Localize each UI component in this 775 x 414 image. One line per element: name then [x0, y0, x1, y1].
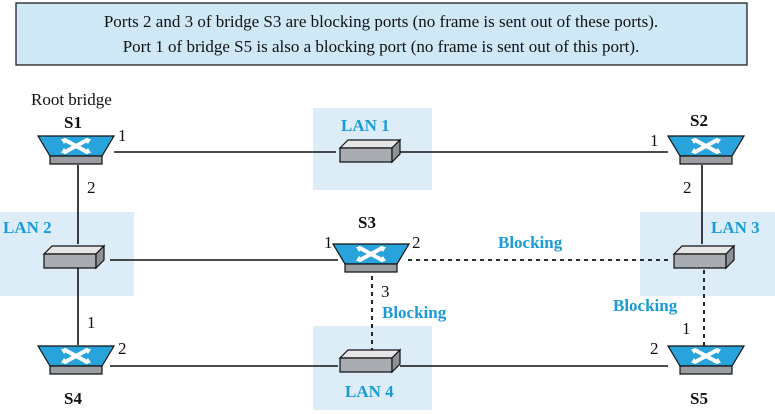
port-s1-2: 2 [87, 178, 96, 197]
lan2-hub-icon [43, 245, 105, 269]
port-s1-1: 1 [118, 126, 127, 145]
port-s5-1: 1 [682, 319, 691, 338]
port-s4-2: 2 [118, 339, 127, 358]
port-s2-2: 2 [683, 178, 692, 197]
bridge-s5-icon [666, 344, 746, 376]
lan3-hub-icon [673, 245, 735, 269]
caption-box: Ports 2 and 3 of bridge S3 are blocking … [15, 2, 748, 66]
bridge-s4-label: S4 [64, 389, 82, 408]
port-s5-2: 2 [650, 339, 659, 358]
bridge-s5-label: S5 [690, 389, 708, 408]
port-s4-1: 1 [87, 313, 96, 332]
port-s2-1: 1 [650, 131, 659, 150]
bridge-s3-label: S3 [358, 213, 376, 232]
port-s3-3: 3 [381, 282, 390, 301]
blocking-label-s3-port3: Blocking [382, 303, 447, 322]
bridge-s1-label: S1 [64, 113, 82, 132]
lan2-label: LAN 2 [3, 218, 52, 237]
port-s3-1: 1 [324, 233, 333, 252]
port-s3-2: 2 [412, 233, 421, 252]
bridge-s2-label: S2 [690, 111, 708, 130]
caption-line-2: Port 1 of bridge S5 is also a blocking p… [123, 37, 640, 56]
blocking-label-s5-port1: Blocking [613, 296, 678, 315]
lan4-label: LAN 4 [345, 382, 394, 401]
blocking-label-s3-port2: Blocking [498, 233, 563, 252]
lan3-label: LAN 3 [711, 218, 760, 237]
lan1-hub-icon [339, 139, 401, 163]
bridge-s1-icon [36, 134, 116, 166]
caption-line-1: Ports 2 and 3 of bridge S3 are blocking … [104, 12, 658, 31]
lan1-label: LAN 1 [341, 116, 390, 135]
bridge-s2-icon [666, 134, 746, 166]
bridge-s4-icon [36, 344, 116, 376]
bridge-s3-icon [331, 242, 411, 274]
lan4-hub-icon [339, 349, 401, 373]
root-bridge-label: Root bridge [31, 90, 112, 109]
